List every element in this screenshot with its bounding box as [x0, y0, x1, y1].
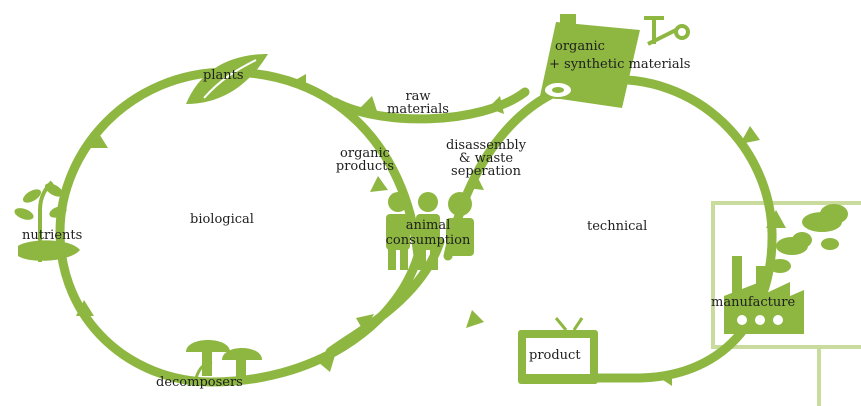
tv-icon — [518, 317, 598, 384]
label-materials: materials — [387, 102, 449, 117]
label-biological: biological — [190, 212, 254, 227]
label-raw: raw — [405, 89, 431, 104]
roll-icon — [540, 14, 640, 108]
label-disassembly-1: disassembly — [445, 138, 527, 153]
label-animal: animal — [405, 218, 451, 233]
arrowheads — [76, 74, 786, 386]
label-disassembly: disassembly & waste seperation — [438, 139, 534, 178]
arrow-icon — [318, 352, 336, 372]
label-synthetic: + synthetic materials — [549, 57, 691, 72]
label-disassembly-3: seperation — [451, 164, 521, 179]
arrow-icon — [76, 300, 94, 316]
label-technical: technical — [587, 219, 648, 234]
arrow-icon — [90, 132, 108, 148]
arrow-icon — [360, 96, 378, 114]
arrow-icon — [292, 74, 306, 92]
people-icon — [386, 192, 474, 270]
leaf-icon — [186, 54, 268, 104]
label-consumption: consumption — [385, 233, 471, 248]
arrow-icon — [370, 176, 388, 192]
arrow-icon — [356, 314, 374, 332]
technical-loop — [443, 74, 777, 383]
factory-icon — [724, 256, 804, 334]
biological-loop — [55, 67, 423, 387]
arrow-icon — [740, 126, 760, 144]
label-decomposers: decomposers — [156, 375, 243, 390]
label-product: product — [529, 348, 581, 363]
label-animal-consumption: animal consumption — [372, 219, 484, 247]
label-plants: plants — [203, 68, 244, 83]
label-organic-1: organic — [340, 146, 390, 161]
label-raw-materials: raw materials — [383, 90, 453, 116]
label-manufacture: manufacture — [711, 295, 796, 310]
arrow-icon — [660, 370, 672, 386]
manufacture-frame — [711, 201, 861, 406]
label-organic-products: organic products — [330, 147, 400, 173]
label-nutrients: nutrients — [22, 228, 83, 243]
mushroom-icon — [186, 340, 262, 379]
raw-materials-bridge — [330, 87, 530, 124]
arrow-icon — [766, 210, 786, 228]
cloud-icon — [769, 204, 848, 273]
arrow-icon — [466, 310, 484, 328]
tools-icon — [644, 16, 690, 46]
sprout-icon — [14, 180, 80, 262]
arrow-icon — [466, 174, 484, 190]
label-disassembly-2: & waste — [458, 151, 514, 166]
arrow-icon — [488, 96, 504, 114]
label-products: products — [335, 159, 395, 174]
label-organic-2: organic — [555, 39, 605, 54]
